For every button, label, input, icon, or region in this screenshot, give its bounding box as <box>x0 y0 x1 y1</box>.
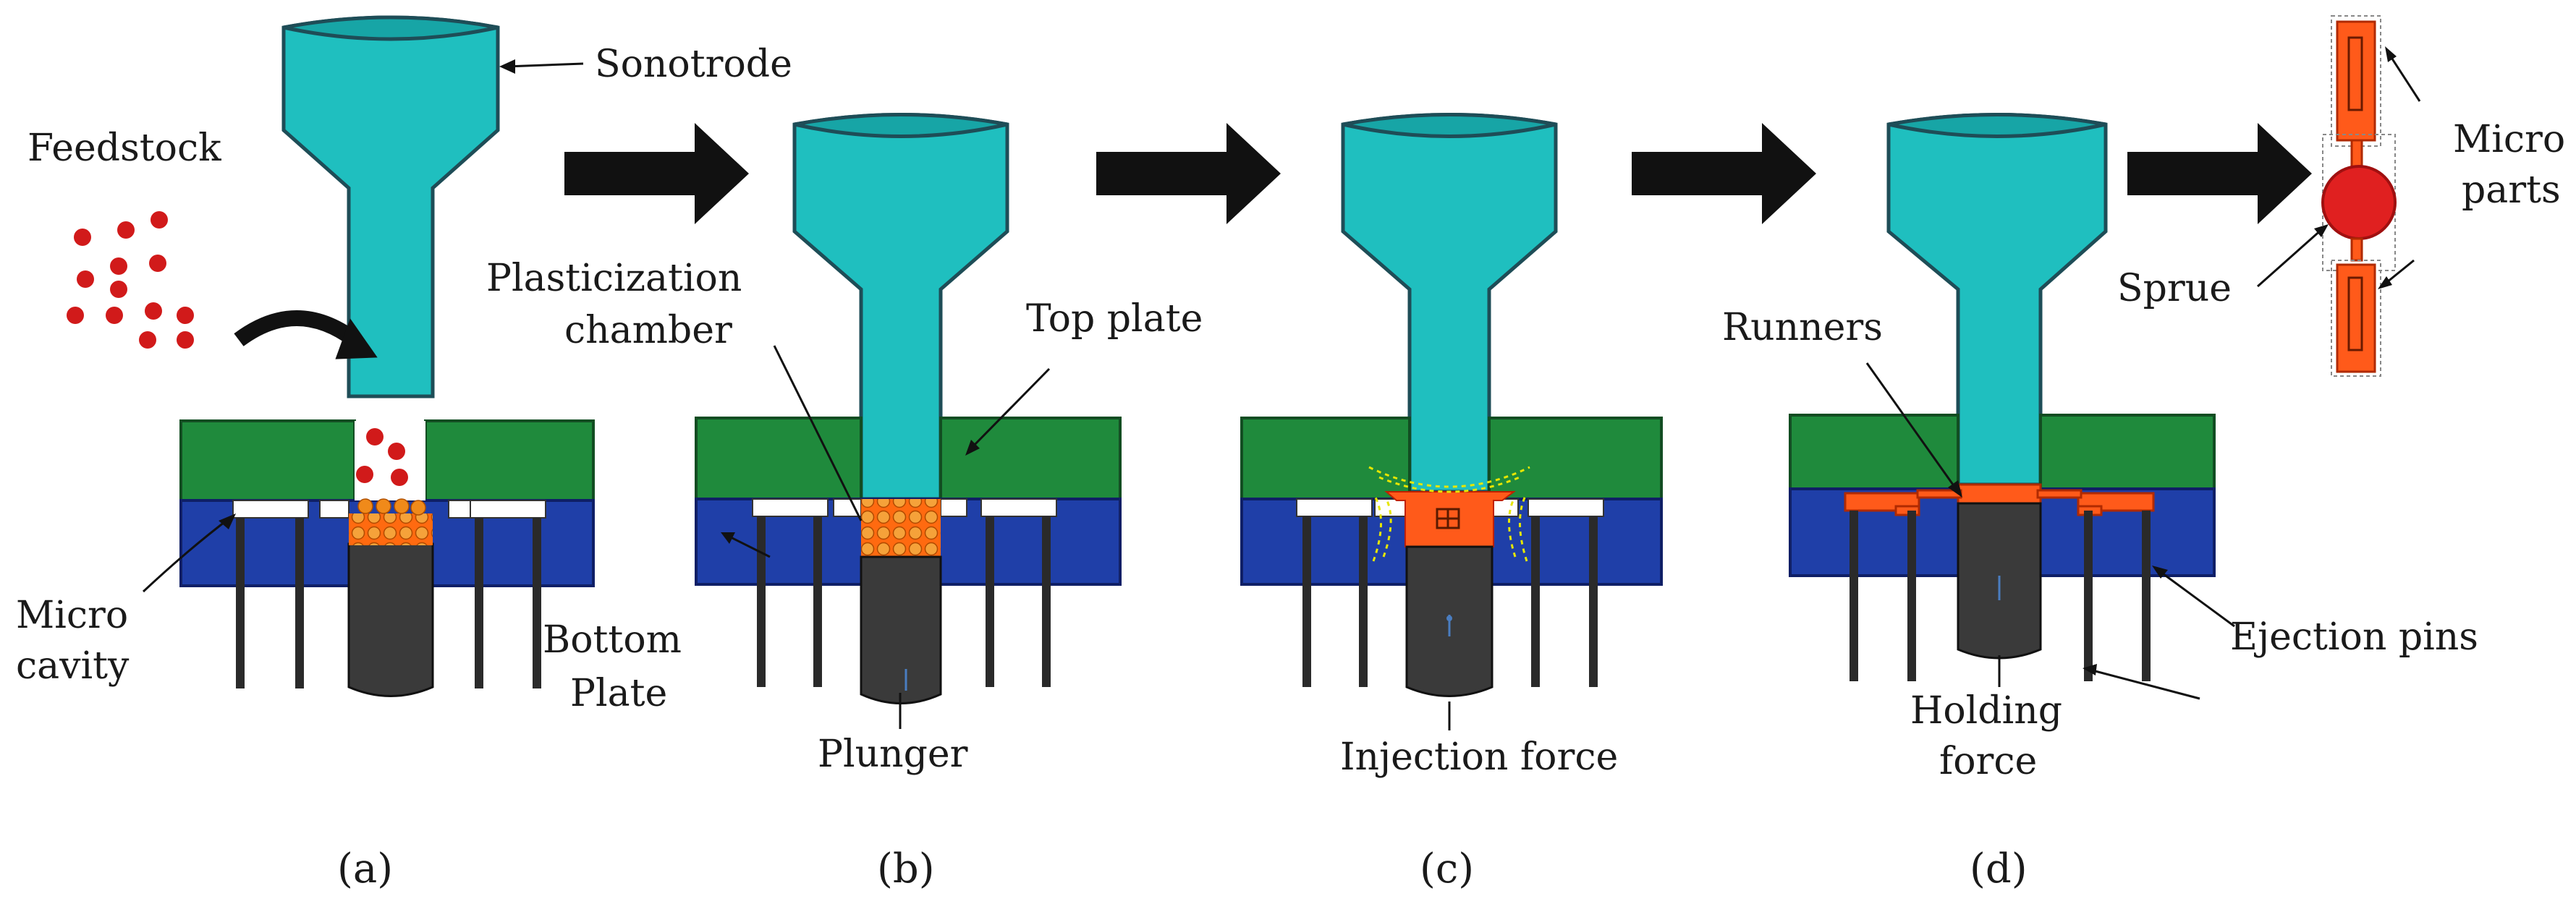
label-sonotrode: Sonotrode <box>595 43 792 86</box>
sonotrode-d <box>1886 113 2108 487</box>
plunger-b <box>860 555 942 704</box>
caption-d: (d) <box>1970 845 2028 892</box>
label-ejection-pins: Ejection pins <box>2230 615 2478 659</box>
micro-part-bottom <box>2336 263 2376 373</box>
label-micro-parts-2: parts <box>2462 169 2561 212</box>
runner-part-left <box>1844 492 1920 512</box>
feedstock-dots <box>67 211 194 349</box>
sonotrode-b <box>792 113 1009 501</box>
label-plunger: Plunger <box>818 733 968 776</box>
top-plate-a-right <box>424 419 595 502</box>
label-injection-force: Injection force <box>1340 735 1618 779</box>
process-arrow-2 <box>1096 123 1281 224</box>
stage-a <box>67 15 595 697</box>
sprue-disc <box>2321 165 2397 240</box>
label-runners: Runners <box>1722 306 1883 349</box>
process-arrow-3 <box>1632 123 1816 224</box>
label-micro-cavity-2: cavity <box>16 644 130 688</box>
label-feedstock: Feedstock <box>27 127 221 170</box>
micro-part-top <box>2336 20 2376 142</box>
sonotrode-a <box>281 15 500 398</box>
ultrasound-waves <box>1368 466 1530 562</box>
caption-c: (c) <box>1420 845 1474 892</box>
sonotrode-c <box>1341 113 1558 494</box>
label-holding-2: force <box>1939 740 2037 783</box>
process-arrow-4 <box>2127 123 2312 224</box>
caption-b: (b) <box>877 845 935 892</box>
label-plasticization: Plasticization <box>486 257 742 300</box>
plunger-a <box>347 542 434 697</box>
sprue-d <box>1957 483 2042 505</box>
label-holding-1: Holding <box>1910 689 2062 733</box>
label-micro-cavity-1: Micro <box>16 594 128 637</box>
caption-a: (a) <box>337 845 393 892</box>
stage-b <box>695 113 1122 704</box>
label-sprue: Sprue <box>2117 267 2232 310</box>
stage-d <box>1789 113 2216 681</box>
label-top-plate: Top plate <box>1026 297 1203 341</box>
stage-c <box>1240 113 1663 697</box>
micro-parts-result <box>2321 15 2397 377</box>
feed-curved-arrow <box>234 310 378 359</box>
label-bottom-plate-1: Bottom <box>543 618 682 662</box>
label-chamber: chamber <box>564 309 732 352</box>
label-bottom-plate-2: Plate <box>570 672 667 715</box>
runner-part-right <box>2077 492 2155 512</box>
process-arrow-1 <box>564 123 749 224</box>
label-micro-parts-1: Micro <box>2453 118 2565 161</box>
top-plate-a <box>179 419 356 502</box>
pointer-lines <box>142 46 2421 730</box>
